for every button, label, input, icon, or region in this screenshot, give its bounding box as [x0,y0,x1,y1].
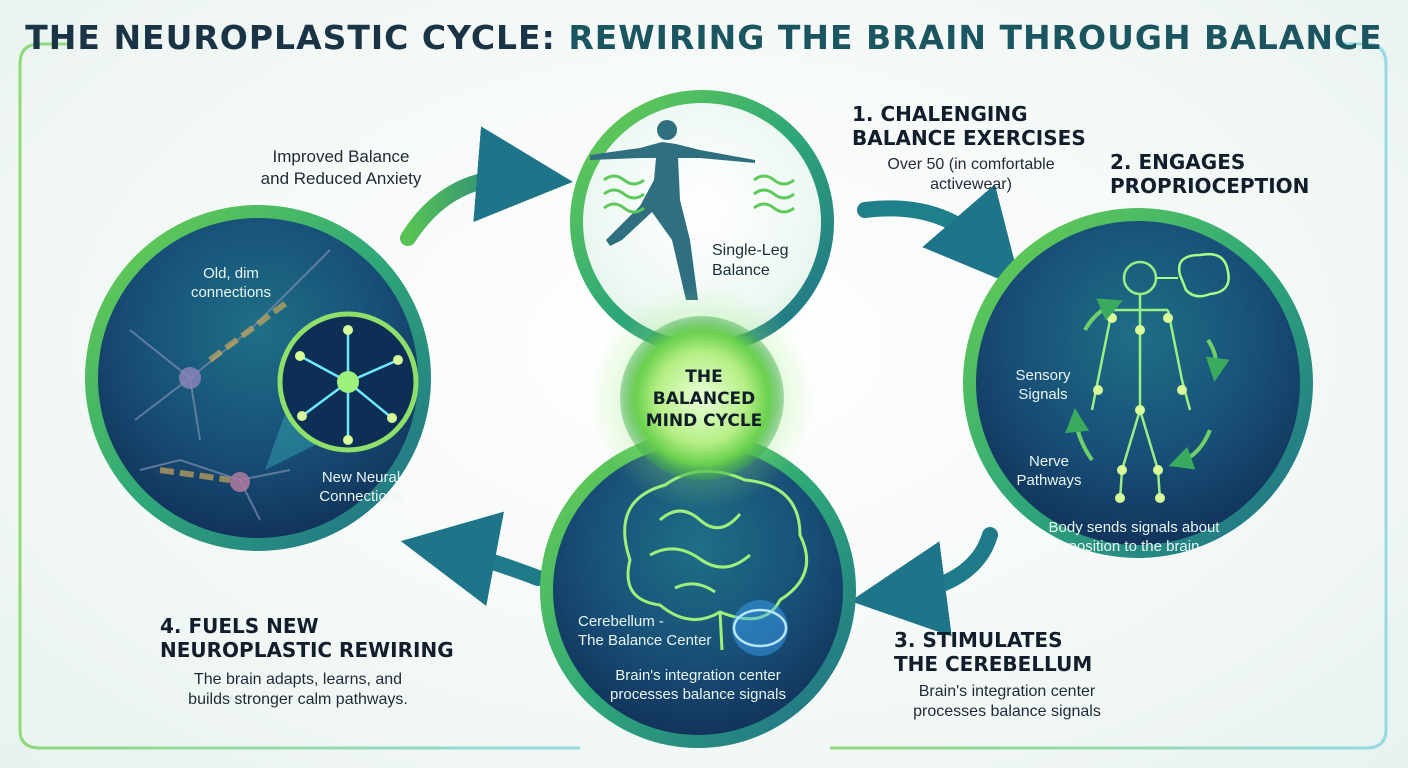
outer-frame [18,42,1388,750]
step1-description: Over 50 (in comfortable activewear) [887,156,1055,193]
body-figure [1090,260,1192,501]
circle-balance [570,90,834,354]
sensory-signals-label: Sensory Signals [1015,367,1071,403]
cerebellum-caption: Brain's integration center processes bal… [610,667,786,703]
new-connections-label: New Neural Connections [319,469,403,505]
center-orb [590,286,814,510]
mini-brain [1177,252,1230,298]
step3-heading: 3. STIMULATES THE CEREBELLUM [894,628,1093,676]
step3-description: Brain's integration center processes bal… [913,683,1101,720]
arrow-step3-to-step4 [400,511,546,607]
step1-heading: 1. CHALENGING BALANCE EXERCISES [852,102,1086,150]
arrow-step2-to-step3 [850,527,998,637]
old-connections-label: Old, dim connections [190,265,272,301]
center-label: THE BALANCED MIND CYCLE [645,367,763,431]
circle-proprioception [963,208,1313,558]
cerebellum-glow [732,600,788,656]
balance-figure [590,120,755,300]
single-leg-label: Single-Leg Balance [712,242,789,279]
arrow-outcome-to-step1 [400,126,573,246]
arrow-step1-to-step2 [857,184,1022,289]
step4-heading: 4. FUELS NEW NEUROPLASTIC REWIRING [160,614,454,662]
cerebellum-label: Cerebellum - The Balance Center [578,613,712,649]
step4-description: The brain adapts, learns, and builds str… [188,671,408,708]
circle-rewiring [85,205,431,551]
cycle-arrows [400,126,1022,637]
outcome-text: Improved Balance and Reduced Anxiety [260,147,422,188]
nerve-pathways-label: Nerve Pathways [1016,453,1082,489]
step2-heading: 2. ENGAGES PROPRIOCEPTION [1110,150,1310,198]
page-title: THE NEUROPLASTIC CYCLE: REWIRING THE BRA… [25,18,1383,57]
proprioception-caption: Body sends signals about position to the… [1048,519,1220,555]
old-connection-dashes [159,297,292,483]
